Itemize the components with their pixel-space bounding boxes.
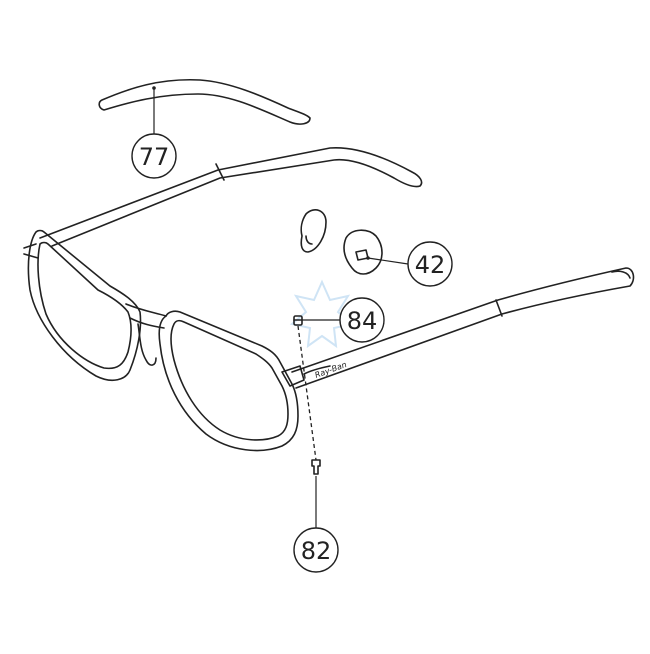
callout-77-circle bbox=[131, 133, 177, 179]
callout-82-circle bbox=[293, 527, 339, 573]
left-lens-inner bbox=[37, 241, 132, 370]
nose-pad-left-part bbox=[300, 209, 327, 253]
leader-42 bbox=[367, 257, 409, 265]
right-lens-rim bbox=[158, 310, 299, 452]
callout-77-label: 77 bbox=[139, 143, 170, 171]
nose-pad-left-edge bbox=[305, 235, 313, 245]
callout-42-label: 42 bbox=[415, 251, 446, 279]
nose-pad-insert bbox=[355, 249, 369, 261]
bridge-bottom bbox=[129, 317, 165, 329]
pad-arm bbox=[137, 323, 157, 366]
near-temple-sleeve-line bbox=[495, 299, 503, 317]
screw-82-part bbox=[311, 459, 321, 475]
callout-42-circle bbox=[407, 241, 453, 287]
near-temple bbox=[291, 267, 635, 389]
leader-77-dot bbox=[152, 86, 156, 90]
right-hinge bbox=[281, 365, 305, 387]
temple-tip-part bbox=[98, 78, 311, 125]
far-temple-sleeve-line bbox=[215, 163, 225, 181]
watermark-icon bbox=[289, 279, 355, 349]
left-lens-rim bbox=[27, 229, 142, 382]
bridge-top bbox=[125, 303, 167, 317]
leader-42-dot bbox=[366, 256, 370, 260]
left-hinge bbox=[23, 243, 37, 249]
brand-mark-area bbox=[303, 365, 331, 375]
callout-84-label: 84 bbox=[347, 307, 378, 335]
far-temple bbox=[39, 147, 423, 247]
left-hinge-2 bbox=[23, 253, 39, 259]
near-temple-end bbox=[611, 270, 631, 279]
assembly-dashed-line bbox=[297, 325, 317, 461]
nose-pad-part bbox=[343, 229, 383, 275]
callout-82-label: 82 bbox=[301, 537, 332, 565]
right-lens-inner bbox=[170, 319, 289, 441]
callout-84-circle bbox=[339, 297, 385, 343]
